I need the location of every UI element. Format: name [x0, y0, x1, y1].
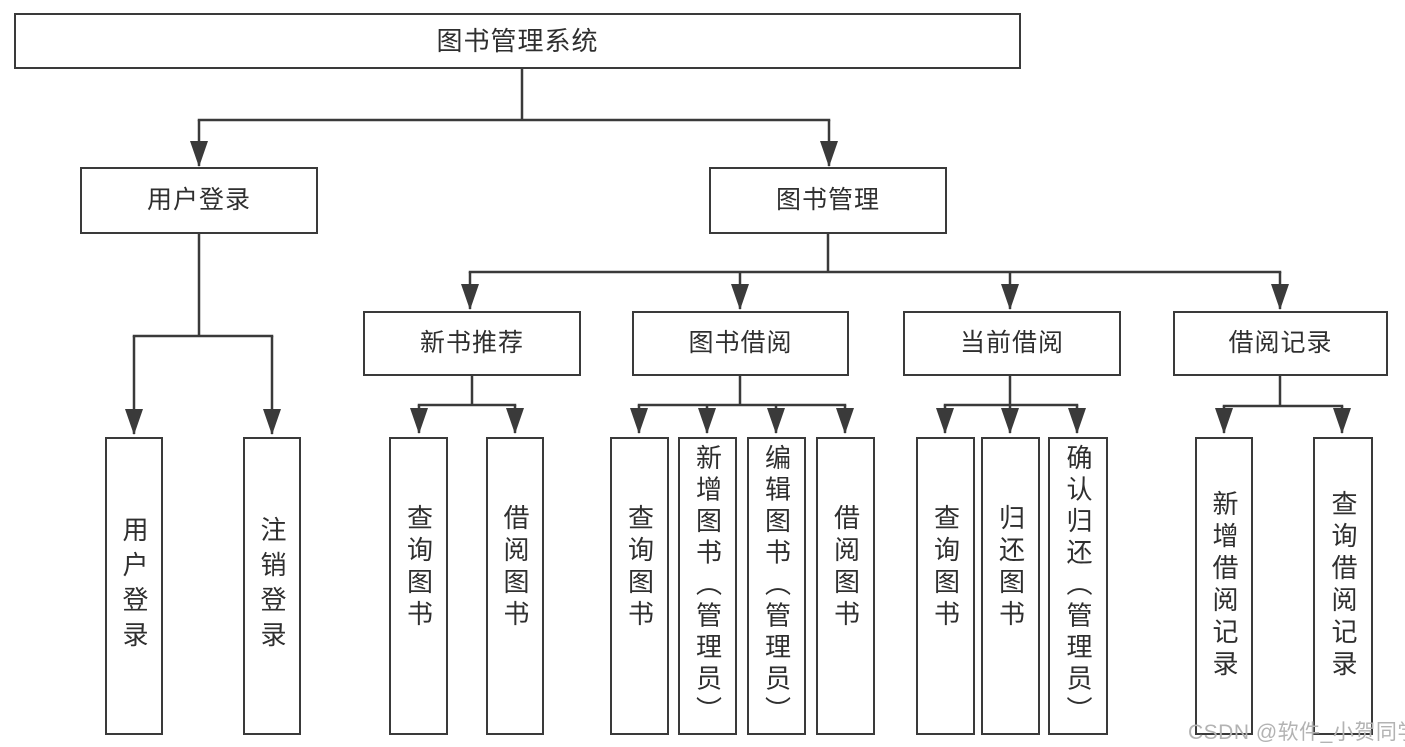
node-current-return-books: 归还图书: [981, 437, 1040, 735]
node-current-confirm-return-admin: 确认归还（管理员）: [1048, 437, 1108, 735]
node-recommend-borrow-books: 借阅图书: [486, 437, 544, 735]
node-library-system: 图书管理系统: [14, 13, 1021, 69]
node-borrowing-query-books: 查询图书: [610, 437, 669, 735]
node-library-system-label: 图书管理系统: [436, 26, 599, 56]
node-borrowing-edit-books-admin: 编辑图书（管理员）: [747, 437, 806, 735]
node-current-query-books-label: 查询图书: [930, 504, 961, 632]
node-records-query-record-label: 查询借阅记录: [1328, 490, 1358, 682]
watermark: CSDN @软件_小贺同学: [1188, 721, 1405, 744]
node-borrowing-query-books-label: 查询图书: [624, 504, 655, 632]
node-leaf-logout-label: 注销登录: [257, 516, 287, 656]
node-recommend-query-books: 查询图书: [389, 437, 448, 735]
node-current-return-books-label: 归还图书: [995, 504, 1026, 632]
node-new-book-recommend: 新书推荐: [363, 311, 581, 376]
node-borrowing-records-label: 借阅记录: [1228, 329, 1333, 357]
node-recommend-query-books-label: 查询图书: [403, 504, 434, 632]
node-book-borrowing-label: 图书借阅: [688, 329, 793, 357]
node-new-book-recommend-label: 新书推荐: [419, 329, 524, 357]
node-borrowing-add-books-admin-label: 新增图书（管理员）: [692, 444, 723, 728]
node-book-borrowing: 图书借阅: [632, 311, 849, 376]
node-borrowing-borrow-books-label: 借阅图书: [830, 504, 861, 632]
node-borrowing-add-books-admin: 新增图书（管理员）: [678, 437, 737, 735]
node-user-login: 用户登录: [80, 167, 318, 234]
node-current-borrowing: 当前借阅: [903, 311, 1121, 376]
node-user-login-label: 用户登录: [146, 186, 251, 214]
node-leaf-user-login: 用户登录: [105, 437, 163, 735]
node-current-query-books: 查询图书: [916, 437, 975, 735]
node-borrowing-edit-books-admin-label: 编辑图书（管理员）: [761, 444, 792, 728]
node-current-borrowing-label: 当前借阅: [959, 329, 1064, 357]
node-book-management: 图书管理: [709, 167, 947, 234]
node-borrowing-records: 借阅记录: [1173, 311, 1388, 376]
node-book-management-label: 图书管理: [775, 186, 880, 214]
node-leaf-logout: 注销登录: [243, 437, 301, 735]
node-current-confirm-return-admin-label: 确认归还（管理员）: [1063, 444, 1093, 728]
node-records-query-record: 查询借阅记录: [1313, 437, 1373, 735]
node-leaf-user-login-label: 用户登录: [119, 516, 149, 656]
node-records-add-record: 新增借阅记录: [1195, 437, 1253, 735]
node-recommend-borrow-books-label: 借阅图书: [500, 504, 530, 632]
node-records-add-record-label: 新增借阅记录: [1209, 490, 1239, 682]
node-borrowing-borrow-books: 借阅图书: [816, 437, 875, 735]
